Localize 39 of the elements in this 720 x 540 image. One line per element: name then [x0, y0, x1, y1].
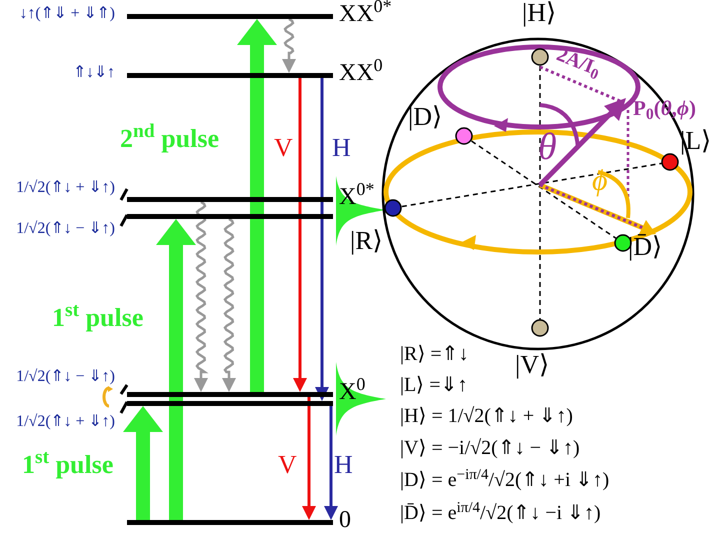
relaxation-arrow — [222, 218, 236, 392]
emission-arrow — [293, 78, 307, 392]
emission-arrow — [315, 78, 329, 401]
state-label: 1/√2(⇑↓ + ⇓↑) — [16, 412, 115, 432]
edge-label: V — [278, 450, 297, 480]
level-label: XX$^{0*}$ — [339, 0, 392, 28]
state-label: 1/√2(⇑↓ − ⇓↑) — [16, 367, 115, 387]
equation: |L⟩ =⇓↑ — [400, 375, 468, 395]
equation: |H⟩ = 1/√2(⇑↓ + ⇓↑) — [400, 406, 573, 426]
level-label: X$^{0}$ — [339, 378, 366, 406]
relaxation-arrow — [282, 18, 296, 73]
ket-label: |H⟩ — [522, 0, 556, 26]
level-label: XX$^{0}$ — [339, 59, 383, 87]
edge-label: V — [274, 133, 293, 163]
angle-label: ϕ — [592, 166, 608, 196]
emission-arrow — [324, 406, 338, 520]
edge-label: H — [332, 133, 351, 163]
equation: |D̄⟩ = e$^{iπ/4}$/√2(⇑↓ −i ⇓↑) — [400, 503, 601, 523]
edge-label: H — [334, 450, 353, 480]
excitation-arrow — [156, 219, 196, 520]
edge-label: 1$^{st}$ pulse — [52, 303, 144, 333]
state-label: ⇑↓⇓↑ — [73, 63, 115, 83]
emission-arrow — [302, 397, 316, 520]
state-label: 1/√2(⇑↓ − ⇓↑) — [16, 219, 115, 239]
edge-label: 2$^{nd}$ pulse — [120, 124, 220, 154]
state-label: 1/√2(⇑↓ + ⇓↑) — [16, 178, 115, 198]
level-label: 0 — [339, 506, 351, 534]
ket-label: |V⟩ — [515, 352, 549, 378]
ket-label: |R⟩ — [350, 228, 383, 254]
edge-label: 1$^{st}$ pulse — [22, 450, 114, 480]
relaxation-arrow — [194, 200, 208, 392]
equation: |V⟩ = −i/√2(⇑↓ − ⇓↑) — [400, 438, 580, 458]
equation: |R⟩ =⇑↓ — [400, 344, 469, 364]
angle-label: θ — [538, 128, 557, 166]
ket-label: |D⟩ — [408, 104, 442, 130]
state-label: ↓↑(⇑⇓ + ⇓⇑) — [19, 4, 115, 24]
ket-label: |D̄⟩ — [628, 234, 662, 260]
excitation-arrow — [123, 406, 163, 520]
equation: |D⟩ = e$^{−iπ/4}$/√2(⇑↓ +i ⇓↑) — [400, 470, 610, 490]
